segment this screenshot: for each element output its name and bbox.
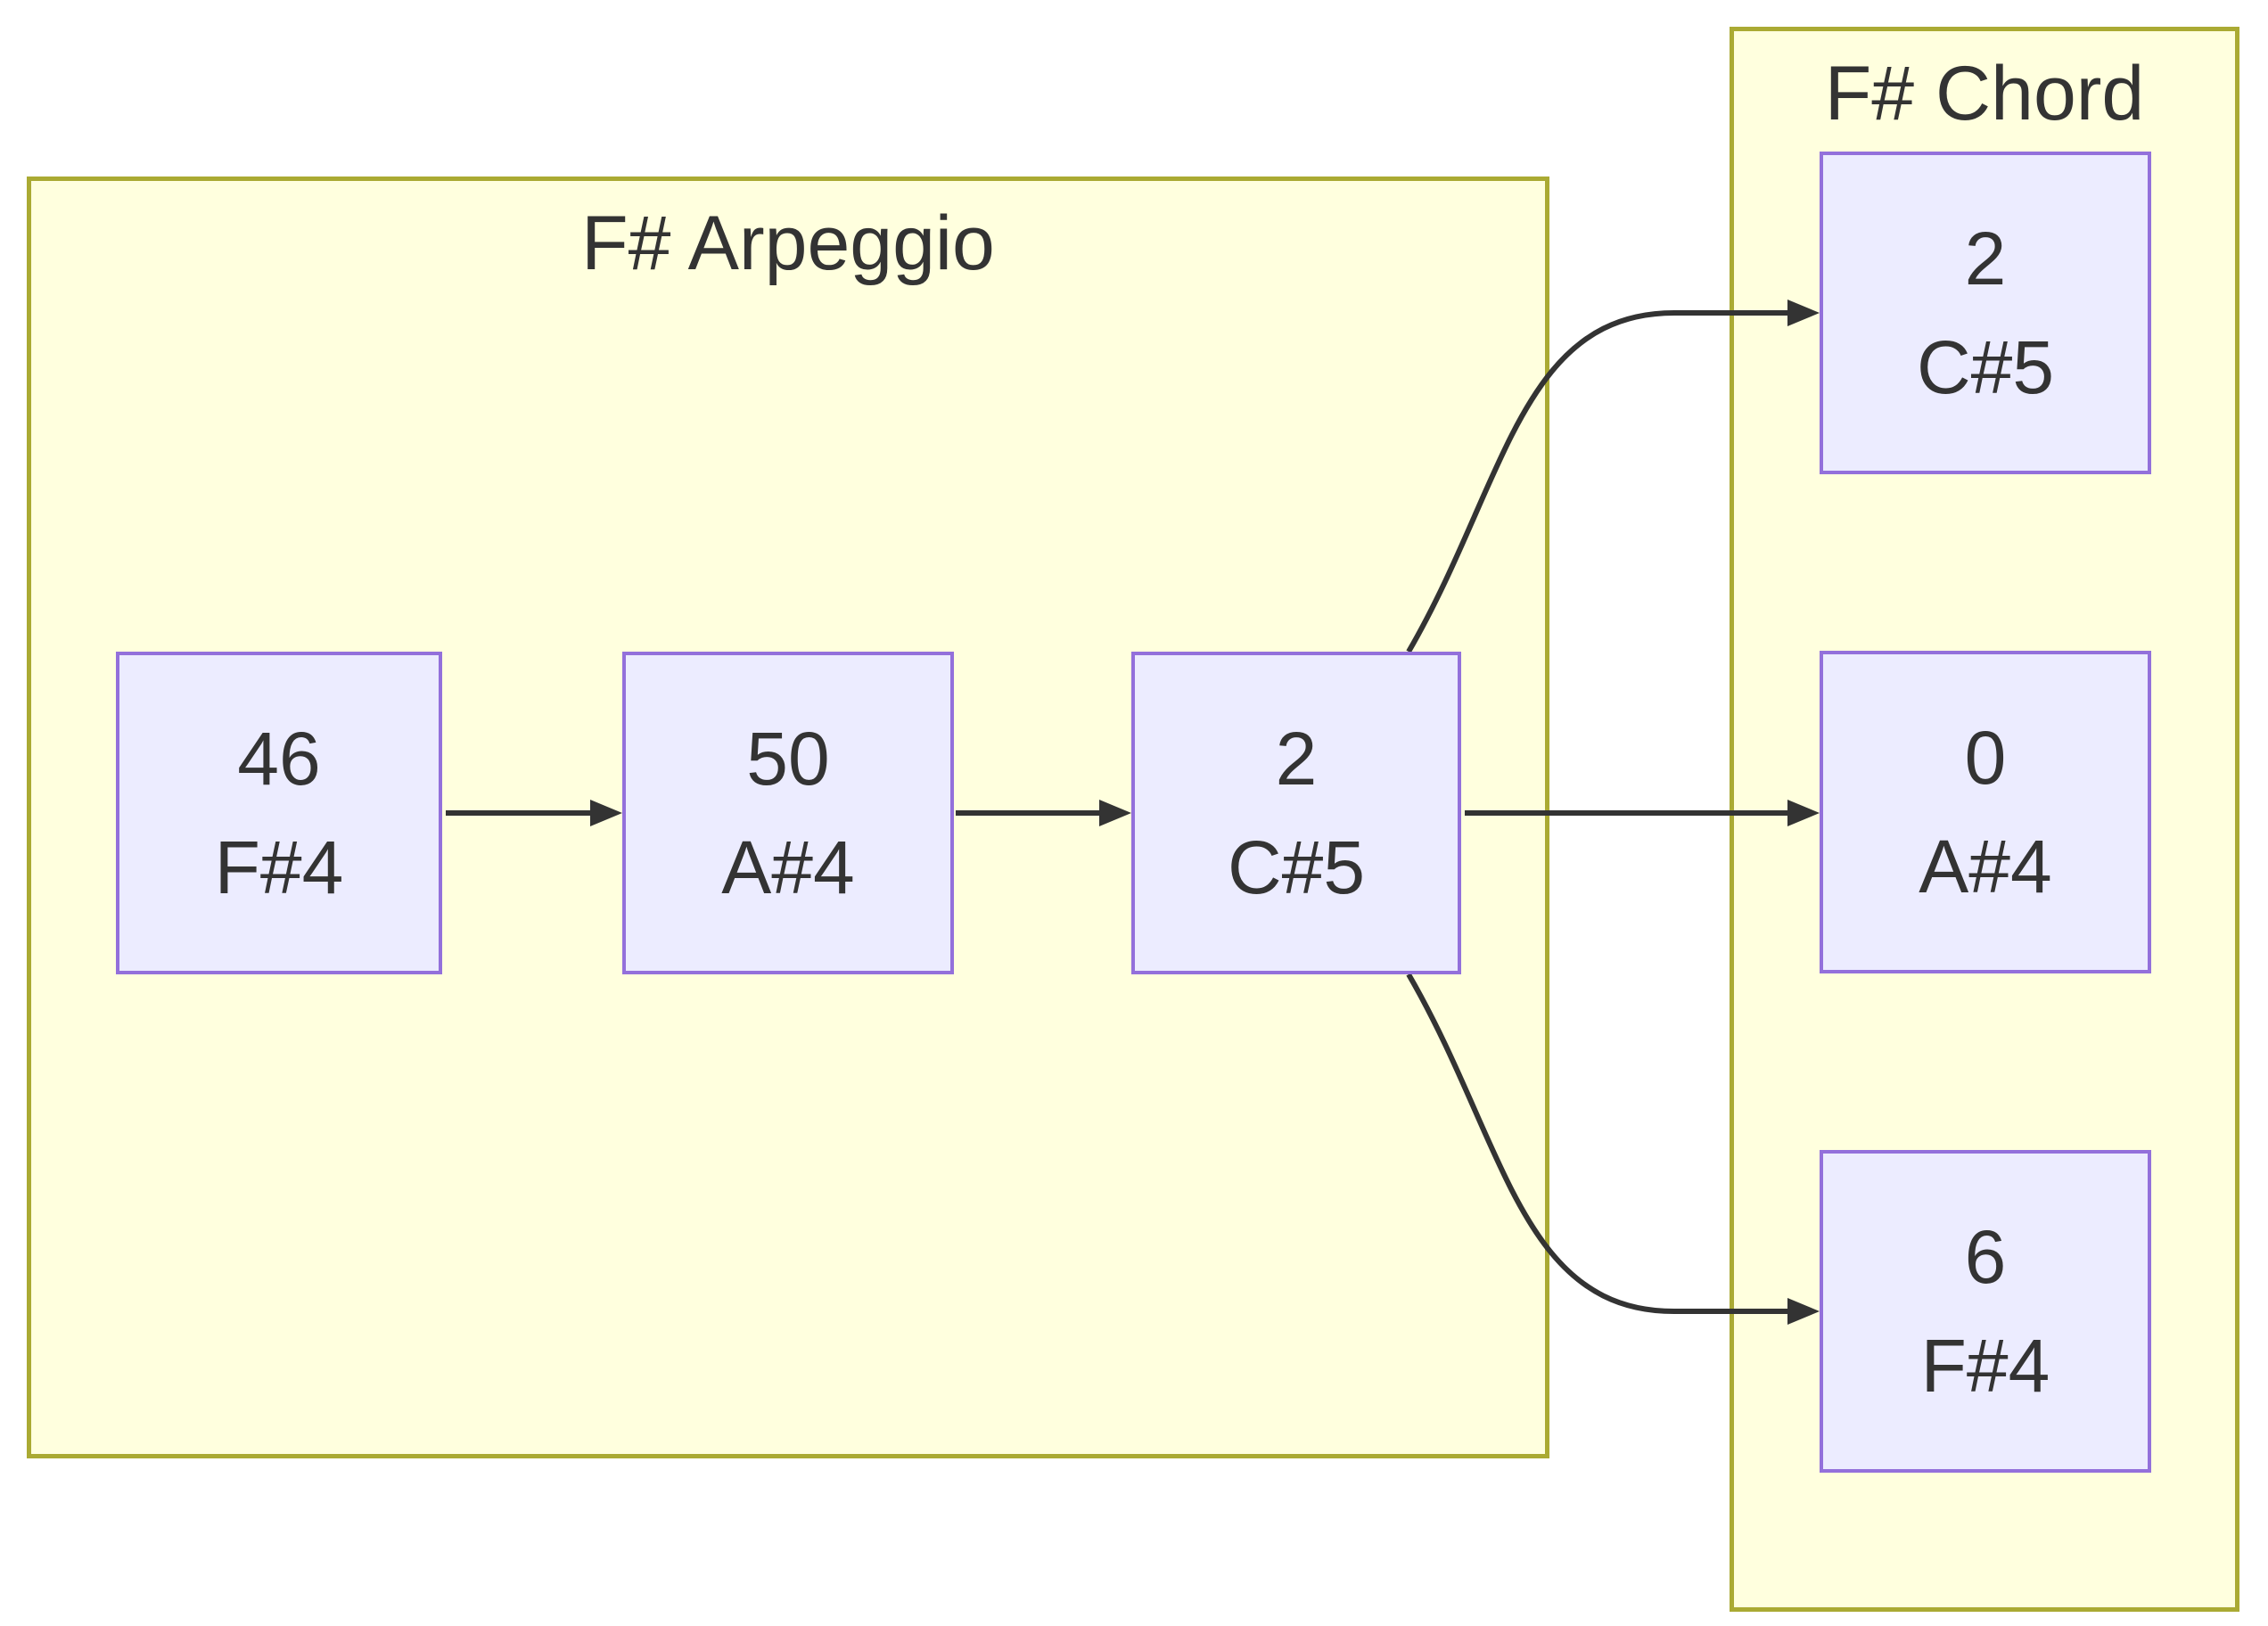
node-chord-a-sharp-4: 0 A#4 bbox=[1820, 651, 2151, 973]
node-note: A#4 bbox=[721, 825, 855, 909]
node-note: C#5 bbox=[1916, 325, 2055, 409]
node-value: 0 bbox=[1964, 716, 2007, 800]
node-value: 50 bbox=[746, 717, 830, 801]
node-arpeggio-f-sharp-4: 46 F#4 bbox=[116, 652, 442, 974]
node-arpeggio-c-sharp-5: 2 C#5 bbox=[1131, 652, 1461, 974]
node-value: 2 bbox=[1275, 717, 1318, 801]
node-chord-f-sharp-4: 6 F#4 bbox=[1820, 1150, 2151, 1473]
node-value: 6 bbox=[1964, 1215, 2007, 1299]
cluster-arpeggio-title: F# Arpeggio bbox=[581, 201, 995, 286]
node-chord-c-sharp-5: 2 C#5 bbox=[1820, 152, 2151, 474]
node-arpeggio-a-sharp-4: 50 A#4 bbox=[622, 652, 954, 974]
cluster-chord-title: F# Chord bbox=[1824, 51, 2145, 136]
node-note: C#5 bbox=[1227, 825, 1366, 909]
node-value: 46 bbox=[237, 717, 321, 801]
node-note: F#4 bbox=[1920, 1324, 2050, 1408]
node-value: 2 bbox=[1964, 217, 2007, 300]
node-note: F#4 bbox=[214, 825, 344, 909]
node-note: A#4 bbox=[1919, 825, 2052, 908]
